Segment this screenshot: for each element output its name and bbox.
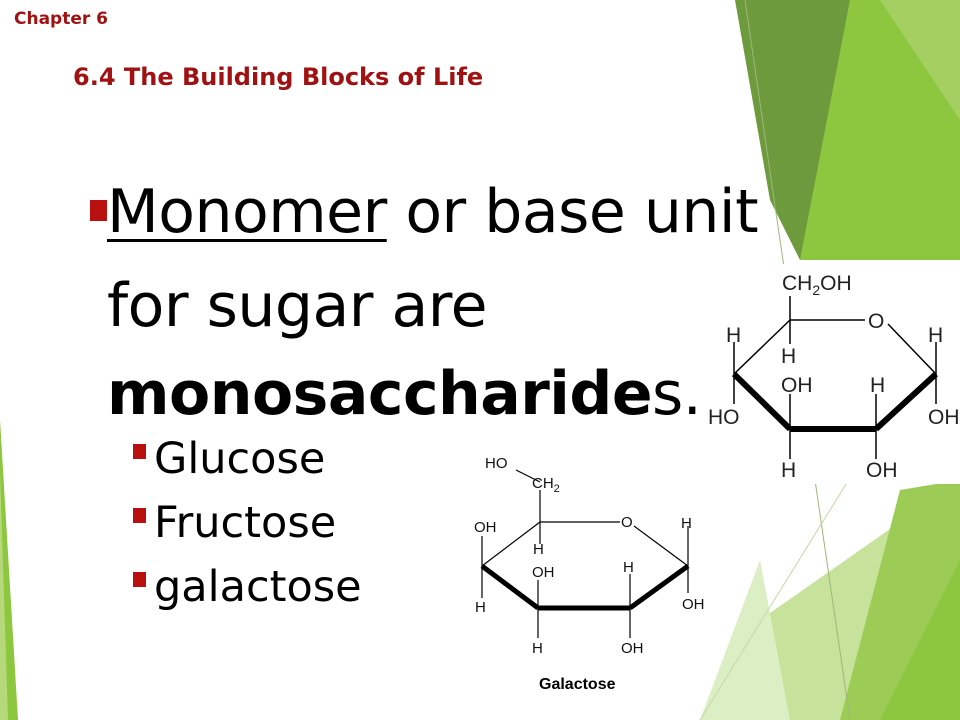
bullet-marker — [133, 572, 146, 587]
galactose-oh-c4: OH — [532, 564, 555, 581]
green-facet-lower-left — [700, 560, 790, 720]
glucose-oh-right: OH — [928, 406, 960, 429]
glucose-ho-left: HO — [708, 406, 740, 429]
green-facet-lower-strip — [840, 480, 960, 720]
glucose-ch2oh-label: CH2OH — [782, 272, 852, 298]
monomer-term: Monomer — [107, 177, 387, 247]
galactose-ch2-label: CH2 — [532, 475, 560, 495]
green-facet-dark — [735, 0, 850, 260]
bullet-marker — [133, 508, 146, 523]
galactose-structure-diagram: HO CH2 O OH H H OH H H OH H OH Galactose — [474, 455, 705, 693]
main-bullet-marker — [90, 200, 107, 221]
galactose-h-left: H — [475, 599, 486, 616]
list-item-label: galactose — [154, 562, 362, 612]
glucose-h-left: H — [726, 324, 741, 347]
glucose-h-right: H — [928, 324, 943, 347]
glucose-structure-diagram: CH2OH O H H H OH H HO OH H OH — [700, 264, 960, 484]
green-facet-upper-right — [880, 0, 960, 120]
main-text-line-1: Monomer or base unit — [107, 182, 759, 242]
glucose-h-bottom: H — [781, 459, 796, 482]
galactose-oh-right: OH — [682, 596, 705, 613]
galactose-h-c3: H — [623, 559, 634, 576]
glucose-oh-bottom: OH — [866, 459, 898, 482]
bullet-marker — [133, 444, 146, 459]
galactose-ring-oxygen: O — [621, 514, 633, 531]
section-title: 6.4 The Building Blocks of Life — [73, 63, 484, 91]
green-facet-left-light — [0, 470, 8, 720]
main-text-line-3-rest: s. — [652, 359, 702, 429]
galactose-h-right-top: H — [681, 515, 692, 532]
glucose-ring-oxygen: O — [868, 310, 884, 333]
list-item-glucose: Glucose — [133, 438, 325, 481]
glucose-oh-c4: OH — [781, 374, 813, 397]
main-text-line-2: for sugar are — [107, 271, 487, 341]
list-item-label: Glucose — [154, 434, 326, 484]
glucose-h-c3: H — [870, 374, 885, 397]
main-text-line-3: monosaccharides. — [107, 364, 702, 424]
list-item-fructose: Fructose — [133, 502, 336, 545]
main-text-line-1-rest: or base unit — [386, 177, 759, 247]
monosaccharide-term: monosaccharide — [107, 359, 653, 429]
galactose-caption: Galactose — [539, 676, 616, 693]
list-item-galactose: galactose — [133, 566, 362, 609]
galactose-h-c5: H — [533, 541, 544, 558]
chapter-label: Chapter 6 — [14, 9, 109, 29]
glucose-h-c5: H — [781, 345, 796, 368]
galactose-oh-left: OH — [474, 519, 497, 536]
galactose-ho-top: HO — [485, 455, 508, 472]
galactose-h-bottom: H — [532, 640, 543, 657]
list-item-label: Fructose — [154, 498, 337, 548]
galactose-oh-bottom: OH — [621, 640, 644, 657]
